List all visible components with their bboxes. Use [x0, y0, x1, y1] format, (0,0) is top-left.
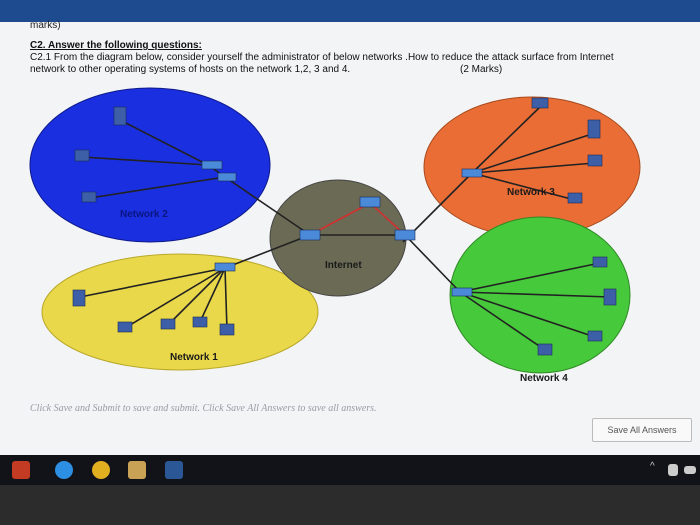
edge-icon[interactable] — [55, 461, 73, 479]
office-icon[interactable] — [12, 461, 30, 479]
screen: marks) C2. Answer the following question… — [0, 0, 700, 455]
network1-label: Network 1 — [170, 352, 218, 363]
switch-net1-icon — [214, 262, 236, 272]
laptop4-icon — [531, 97, 549, 109]
battery-icon[interactable] — [684, 466, 696, 474]
title-bar — [0, 0, 700, 22]
pc1-net1-icon — [192, 316, 208, 328]
router0-icon — [299, 229, 321, 241]
switch0-icon — [461, 168, 483, 178]
device-bezel — [0, 485, 700, 525]
server3-icon — [603, 288, 617, 306]
router2-icon — [394, 229, 416, 241]
laptop0-icon — [81, 191, 97, 203]
switch2-icon — [201, 160, 223, 170]
save-all-answers-button[interactable]: Save All Answers — [592, 418, 692, 442]
chevron-up-icon[interactable]: ^ — [650, 461, 655, 472]
internet-cloud — [269, 179, 407, 297]
network3-cloud — [423, 96, 641, 238]
switch1-icon — [451, 287, 473, 297]
marks-text: marks) — [30, 20, 61, 31]
server0-icon — [113, 106, 127, 126]
word-icon[interactable] — [165, 461, 183, 479]
footer-note: Click Save and Submit to save and submit… — [30, 403, 377, 414]
question-block: C2. Answer the following questions: C2.1… — [30, 40, 670, 76]
question-marks: (2 Marks) — [460, 64, 503, 75]
question-line-1: C2.1 From the diagram below, consider yo… — [30, 52, 614, 63]
devices — [72, 97, 617, 356]
pc0-icon — [219, 323, 235, 336]
router1-icon — [359, 196, 381, 208]
network2-cloud — [29, 87, 271, 243]
pc2-icon — [74, 149, 90, 162]
chrome-icon[interactable] — [92, 461, 110, 479]
pc3-icon — [587, 154, 603, 167]
switch-net2-icon — [217, 172, 237, 182]
laptop1-icon — [160, 318, 176, 330]
laptop5-icon — [567, 192, 583, 204]
laptop6-icon — [592, 256, 608, 268]
laptop3-icon — [117, 321, 133, 333]
pc-net4-icon — [537, 343, 553, 356]
server1-icon — [72, 289, 86, 307]
network3-label: Network 3 — [507, 187, 555, 198]
network2-label: Network 2 — [120, 209, 168, 220]
photos-icon[interactable] — [128, 461, 146, 479]
server2-icon — [587, 119, 601, 139]
taskbar: ^ — [0, 455, 700, 485]
laptop7-icon — [587, 330, 603, 342]
internet-label: Internet — [325, 260, 362, 271]
question-line-2: network to other operating systems of ho… — [30, 64, 351, 75]
network-diagram: Network 2 Network 3 Internet Network 1 N… — [29, 87, 641, 384]
network4-label: Network 4 — [520, 373, 568, 384]
question-heading: C2. Answer the following questions: — [30, 40, 202, 51]
network-status-icon[interactable] — [668, 464, 678, 476]
